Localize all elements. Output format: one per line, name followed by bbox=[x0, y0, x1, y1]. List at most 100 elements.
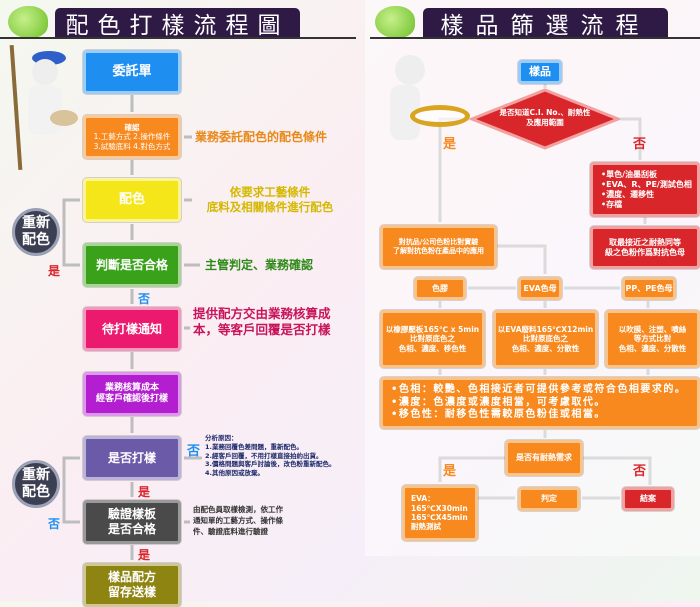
note-line: 3.價格問題與客戶討論後，改色粉重新配色。 bbox=[205, 460, 336, 469]
box-line: 等方式比對 bbox=[633, 334, 672, 344]
step-color-matching[interactable]: 配色 bbox=[83, 178, 181, 222]
step-label: 判斷是否合格 bbox=[95, 257, 168, 272]
step-label: 是否打樣 bbox=[107, 450, 156, 465]
decision-line: 及應用範圍 bbox=[526, 118, 564, 128]
step-qualify-check[interactable]: 判斷是否合格 bbox=[83, 243, 181, 287]
note-supervisor: 主管判定、業務確認 bbox=[205, 258, 314, 272]
recolor-badge: 重新配色 bbox=[12, 208, 60, 256]
note-line: 依要求工藝條件 bbox=[229, 185, 311, 199]
note-line: 1.業務回覆色差問題，重新配色。 bbox=[205, 442, 303, 451]
list-item: •單色/油墨刮板 bbox=[601, 169, 658, 179]
box-line: 165℃X45min bbox=[411, 513, 468, 522]
page-title: 配色打樣流程圖 bbox=[55, 8, 300, 39]
leaf-logo-icon bbox=[8, 6, 48, 38]
note-line: 2.經客戶回覆，不用打樣直接拍約出貨。 bbox=[205, 451, 323, 460]
divider bbox=[370, 37, 700, 39]
criteria-line: •移色性：耐移色性需較原色粉佳或相當。 bbox=[391, 409, 606, 421]
divider bbox=[0, 37, 356, 39]
box-line: 了解對抗色粉在產品中的應用 bbox=[393, 247, 484, 255]
step-label: 驗證樣板 bbox=[107, 507, 156, 521]
step-label: 留存送樣 bbox=[107, 585, 156, 599]
badge-line: 配色 bbox=[22, 232, 50, 248]
painter-figure-icon bbox=[9, 45, 78, 170]
step-detail: 3.試驗底料 4.對色方式 bbox=[93, 141, 171, 151]
yes-label: 是 bbox=[443, 137, 457, 152]
box-line: 比對原底色之 bbox=[410, 334, 455, 344]
step-label: 委託單 bbox=[112, 63, 152, 79]
no-label: 否 bbox=[138, 292, 151, 306]
box-line: 色相、濃度、分散性 bbox=[618, 343, 687, 353]
page-title: 樣品篩選流程 bbox=[423, 8, 668, 39]
list-item: •EVA、R、PE/測試色相 bbox=[601, 179, 692, 189]
no-label: 否 bbox=[187, 444, 201, 459]
box-line: 比對原底色之 bbox=[523, 334, 568, 344]
badge-line: 重新 bbox=[22, 215, 50, 231]
note-line: 通知單的工藝方式、操作條 bbox=[193, 515, 283, 525]
type-rubber[interactable]: 色膠 bbox=[414, 277, 466, 300]
sample-box[interactable]: 樣品 bbox=[518, 60, 562, 84]
note-line: 件、驗證底料進行驗證 bbox=[193, 526, 268, 536]
type-pp-pe-masterbatch[interactable]: PP、PE色母 bbox=[622, 277, 676, 300]
step-label: 配色 bbox=[118, 191, 145, 207]
box-line: 取最接近之耐熱同等 bbox=[609, 237, 681, 247]
closest-pigment-box: 取最接近之耐熱同等級之色粉作爲對抗色母 bbox=[590, 226, 700, 269]
note-analysis: 分析原因：1.業務回覆色差問題，重新配色。2.經客戶回覆，不用打樣直接拍約出貨。… bbox=[205, 434, 336, 478]
yes-label: 是 bbox=[443, 464, 457, 479]
step-label: 樣品配方 bbox=[107, 570, 156, 584]
no-label: 否 bbox=[633, 464, 647, 479]
step-label: 確認 bbox=[124, 122, 140, 132]
step-sample-decision[interactable]: 是否打樣 bbox=[83, 436, 181, 480]
heat-requirement-decision[interactable]: 是否有耐熱需求 bbox=[505, 440, 583, 476]
note-formula: 提供配方交由業務核算成本，等客戶回覆是否打樣 bbox=[193, 306, 331, 339]
magnifier-figure-icon bbox=[375, 50, 470, 150]
close-case-box[interactable]: 結案 bbox=[622, 487, 674, 511]
test-box-pp-pe: 以吹膜、注塑、噴絲等方式比對色相、濃度、分散性 bbox=[605, 310, 700, 368]
no-label: 否 bbox=[48, 517, 61, 531]
box-line: 級之色粉作爲對抗色母 bbox=[605, 247, 685, 257]
no-tests-list: •單色/油墨刮板•EVA、R、PE/測試色相•濃度、遷移性•存檔 bbox=[590, 162, 700, 217]
box-line: 耐熱測試 bbox=[411, 522, 441, 532]
criteria-line: •色相：較艷、色相接近者可提供參考或符合色相要求的。 bbox=[391, 384, 687, 396]
box-line: EVA： bbox=[411, 494, 435, 504]
note-line: 提供配方交由業務核算成 bbox=[193, 306, 331, 321]
judge-box[interactable]: 判定 bbox=[518, 487, 580, 511]
step-label: 業務核算成本 bbox=[104, 382, 159, 393]
decision-diamond[interactable]: 是否知道C.I. No.、耐熱性及應用範圍 bbox=[470, 88, 620, 150]
note-line: 由配色員取樣檢測，依工作 bbox=[193, 505, 283, 514]
box-line: 以橡膠壓板165℃ x 5min bbox=[385, 324, 480, 334]
yes-label: 是 bbox=[48, 264, 61, 278]
step-verify-sample[interactable]: 驗證樣板是否合格 bbox=[83, 500, 181, 544]
box-line: 對抗品/公司色粉比對實驗 bbox=[398, 238, 479, 247]
type-eva-masterbatch[interactable]: EVA色母 bbox=[518, 277, 562, 300]
step-cost-estimate[interactable]: 業務核算成本經客戶確認後打樣 bbox=[83, 372, 181, 416]
competitor-compare-box: 對抗品/公司色粉比對實驗了解對抗色粉在產品中的應用 bbox=[380, 225, 497, 269]
badge-line: 配色 bbox=[22, 484, 50, 500]
decision-line: 是否知道C.I. No.、耐熱性 bbox=[499, 108, 591, 117]
step-archive-send[interactable]: 樣品配方留存送樣 bbox=[83, 563, 181, 607]
box-line: 以吹膜、注塑、噴絲 bbox=[618, 324, 687, 334]
step-label: 是否合格 bbox=[107, 522, 156, 536]
step-pending-sample[interactable]: 待打樣通知 bbox=[83, 307, 181, 351]
note-verify: 由配色員取樣檢測，依工作通知單的工藝方式、操作條件、驗證底料進行驗證 bbox=[193, 505, 283, 538]
note-line: 分析原因： bbox=[205, 434, 238, 442]
note-line: 底料及相關條件進行配色 bbox=[206, 199, 334, 214]
criteria-box: •色相：較艷、色相接近者可提供參考或符合色相要求的。•濃度：色濃度或濃度相當，可… bbox=[380, 377, 700, 429]
box-line: 165℃X30min bbox=[411, 503, 468, 513]
box-line: 色相、濃度、移色性 bbox=[398, 343, 467, 353]
note-color-matching: 依要求工藝條件底料及相關條件進行配色 bbox=[195, 185, 345, 215]
leaf-logo-icon bbox=[375, 6, 415, 38]
step-detail: 1.工藝方式 2.操作條件 bbox=[93, 132, 171, 142]
note-line: 本，等客戶回覆是否打樣 bbox=[193, 322, 331, 338]
note-conditions: 業務委託配色的配色條件 bbox=[195, 130, 328, 144]
list-item: •存檔 bbox=[601, 199, 623, 209]
badge-line: 重新 bbox=[22, 467, 50, 483]
step-label: 待打樣通知 bbox=[101, 321, 162, 336]
yes-label: 是 bbox=[138, 485, 151, 499]
step-commission-order[interactable]: 委託單 bbox=[83, 50, 181, 94]
